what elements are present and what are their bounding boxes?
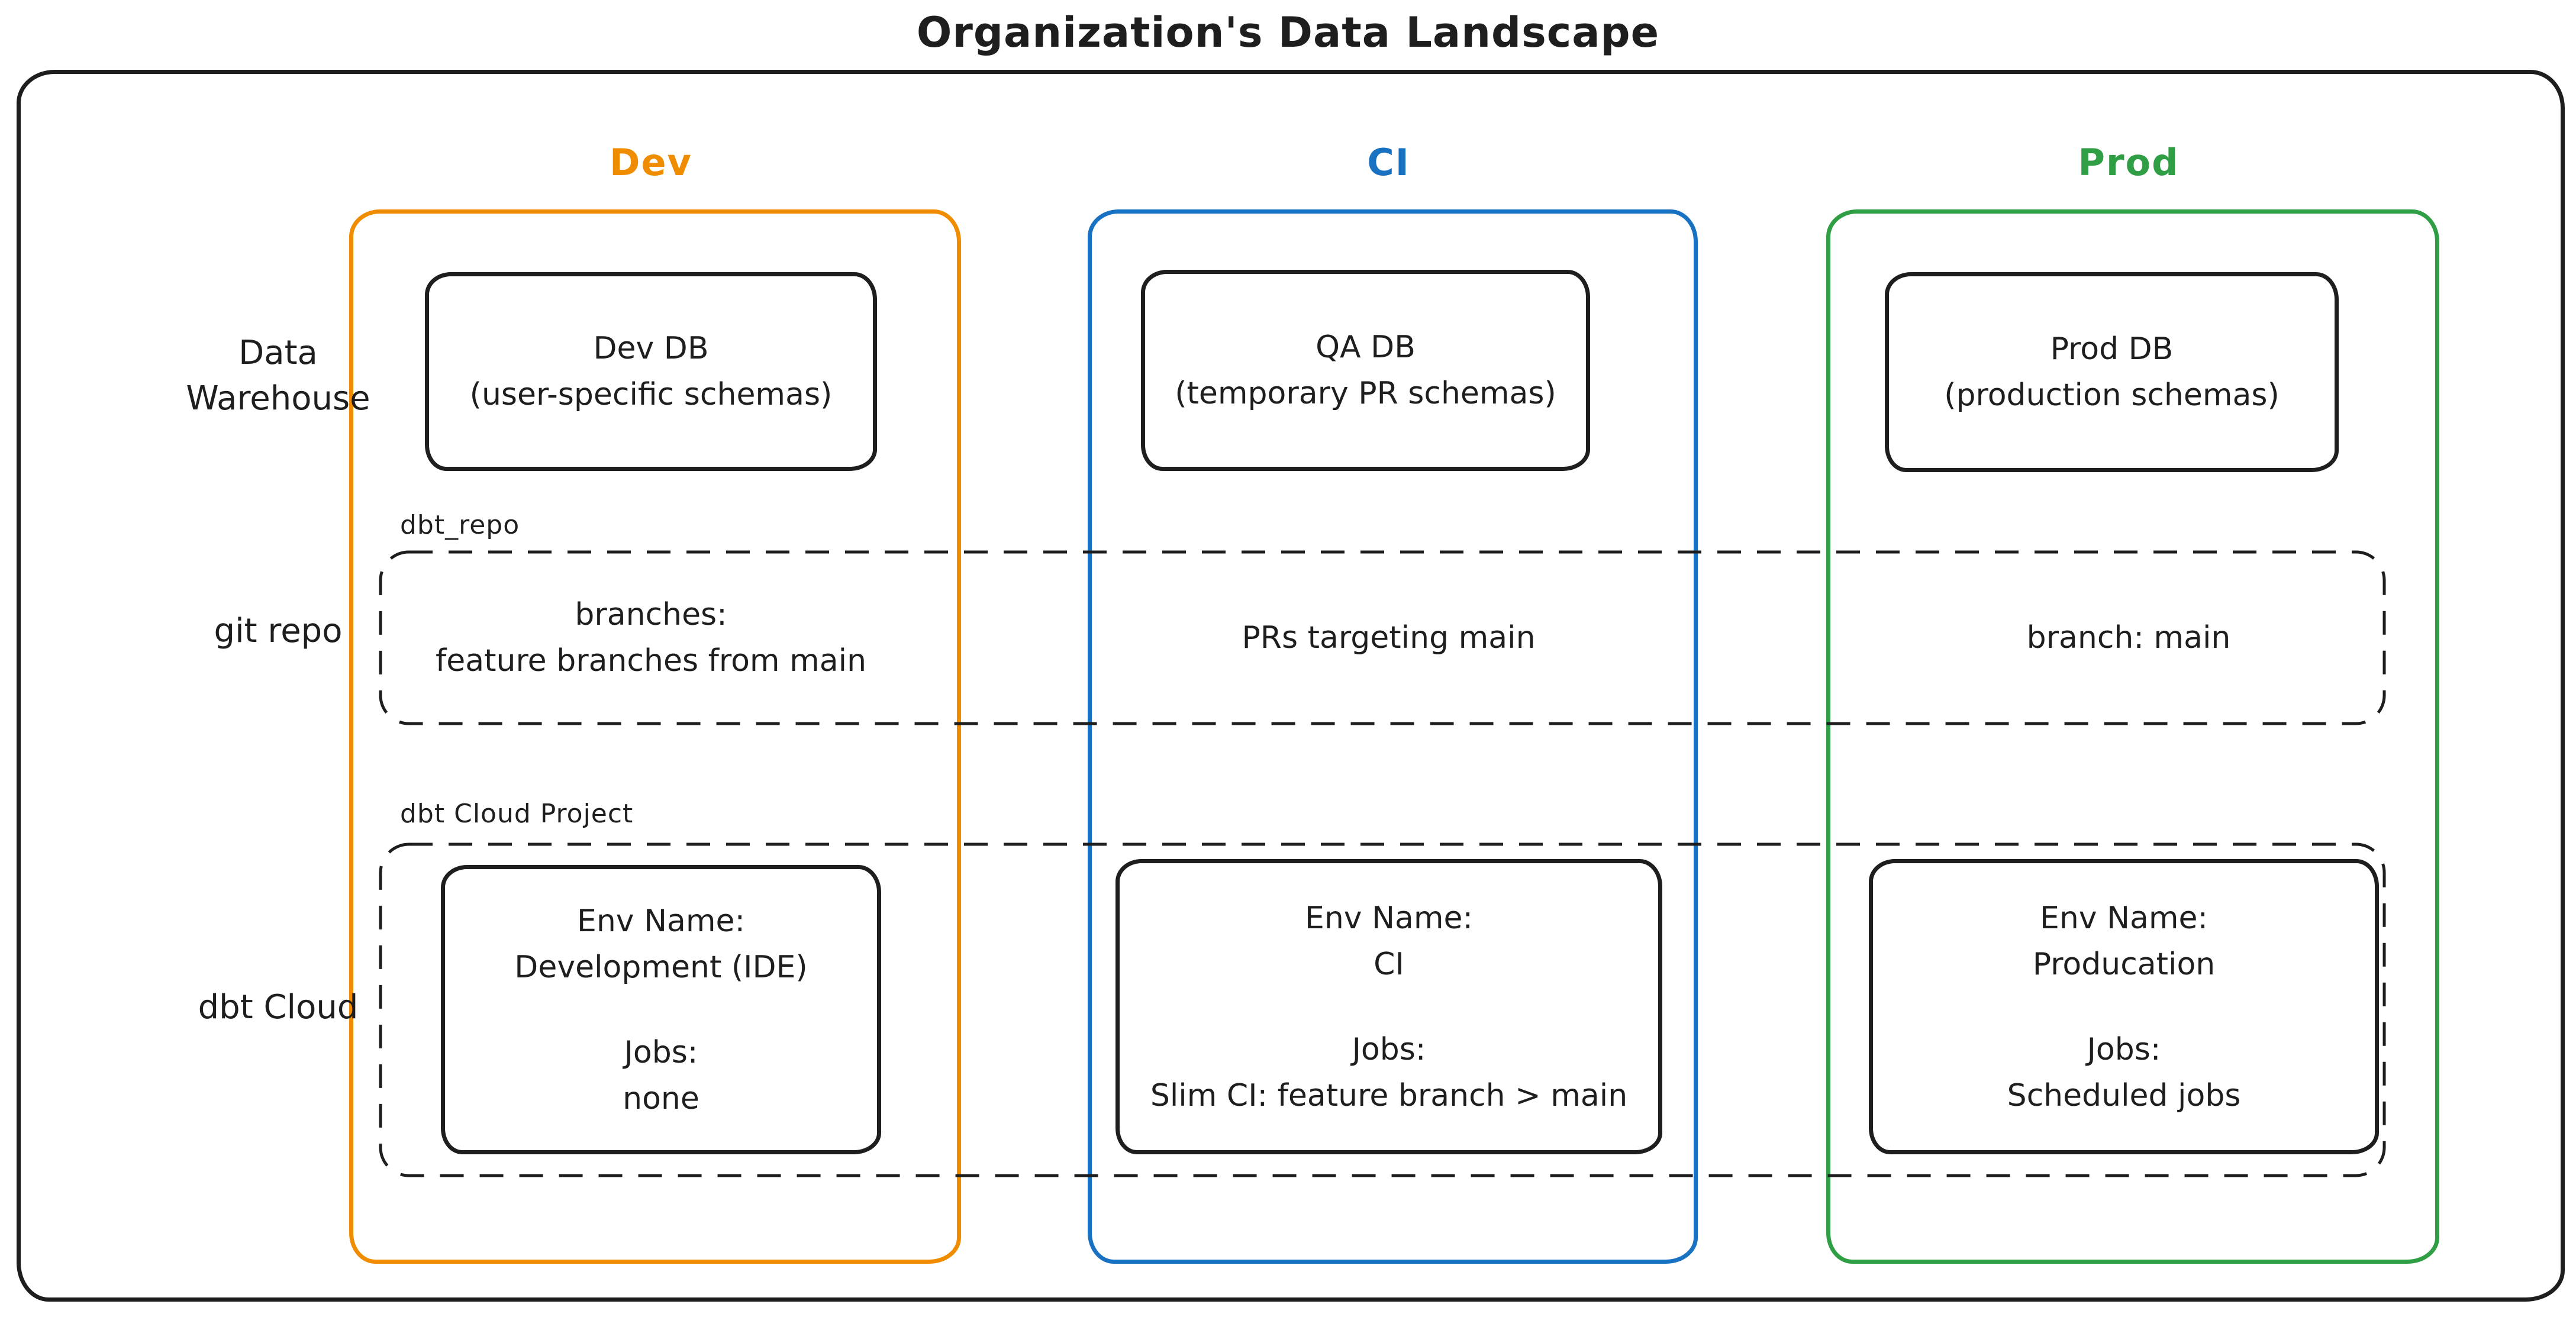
prod-column-header: Prod bbox=[2078, 141, 2180, 184]
prod-environment-node: Env Name: Producation Jobs: Scheduled jo… bbox=[1869, 859, 2379, 1154]
dev-git-branches-text: branches: feature branches from main bbox=[435, 597, 867, 679]
ci-column-header: CI bbox=[1367, 141, 1410, 184]
row-label-data-warehouse: Data Warehouse bbox=[186, 334, 370, 418]
row-label-dbt-cloud: dbt Cloud bbox=[198, 988, 359, 1027]
qa-db-node: QA DB (temporary PR schemas) bbox=[1141, 270, 1590, 471]
prod-env-name-text: Env Name: Producation bbox=[2032, 900, 2216, 982]
landscape-outer-frame bbox=[17, 70, 2565, 1302]
prod-db-node: Prod DB (production schemas) bbox=[1885, 272, 2339, 472]
prod-git-branch-text: branch: main bbox=[2026, 620, 2231, 656]
ci-column-frame bbox=[1088, 209, 1698, 1264]
ci-environment-node: Env Name: CI Jobs: Slim CI: feature bran… bbox=[1115, 859, 1662, 1154]
ci-git-prs-text: PRs targeting main bbox=[1242, 620, 1536, 656]
prod-jobs-text: Jobs: Scheduled jobs bbox=[2007, 1031, 2241, 1113]
prod-column-frame bbox=[1826, 209, 2439, 1264]
dev-env-name-text: Env Name: Development (IDE) bbox=[514, 903, 808, 985]
dbt-cloud-project-box-label: dbt Cloud Project bbox=[400, 799, 634, 829]
ci-jobs-text: Jobs: Slim CI: feature branch > main bbox=[1150, 1031, 1628, 1113]
dev-column-header: Dev bbox=[610, 141, 692, 184]
dev-jobs-text: Jobs: none bbox=[623, 1034, 699, 1116]
dev-environment-node: Env Name: Development (IDE) Jobs: none bbox=[441, 865, 881, 1154]
ci-env-name-text: Env Name: CI bbox=[1304, 900, 1474, 982]
dev-db-node: Dev DB (user-specific schemas) bbox=[425, 272, 877, 471]
dev-column-frame bbox=[349, 209, 961, 1264]
git-repo-box-label: dbt_repo bbox=[400, 510, 520, 540]
diagram-title: Organization's Data Landscape bbox=[916, 8, 1660, 57]
row-label-git-repo: git repo bbox=[214, 612, 343, 650]
